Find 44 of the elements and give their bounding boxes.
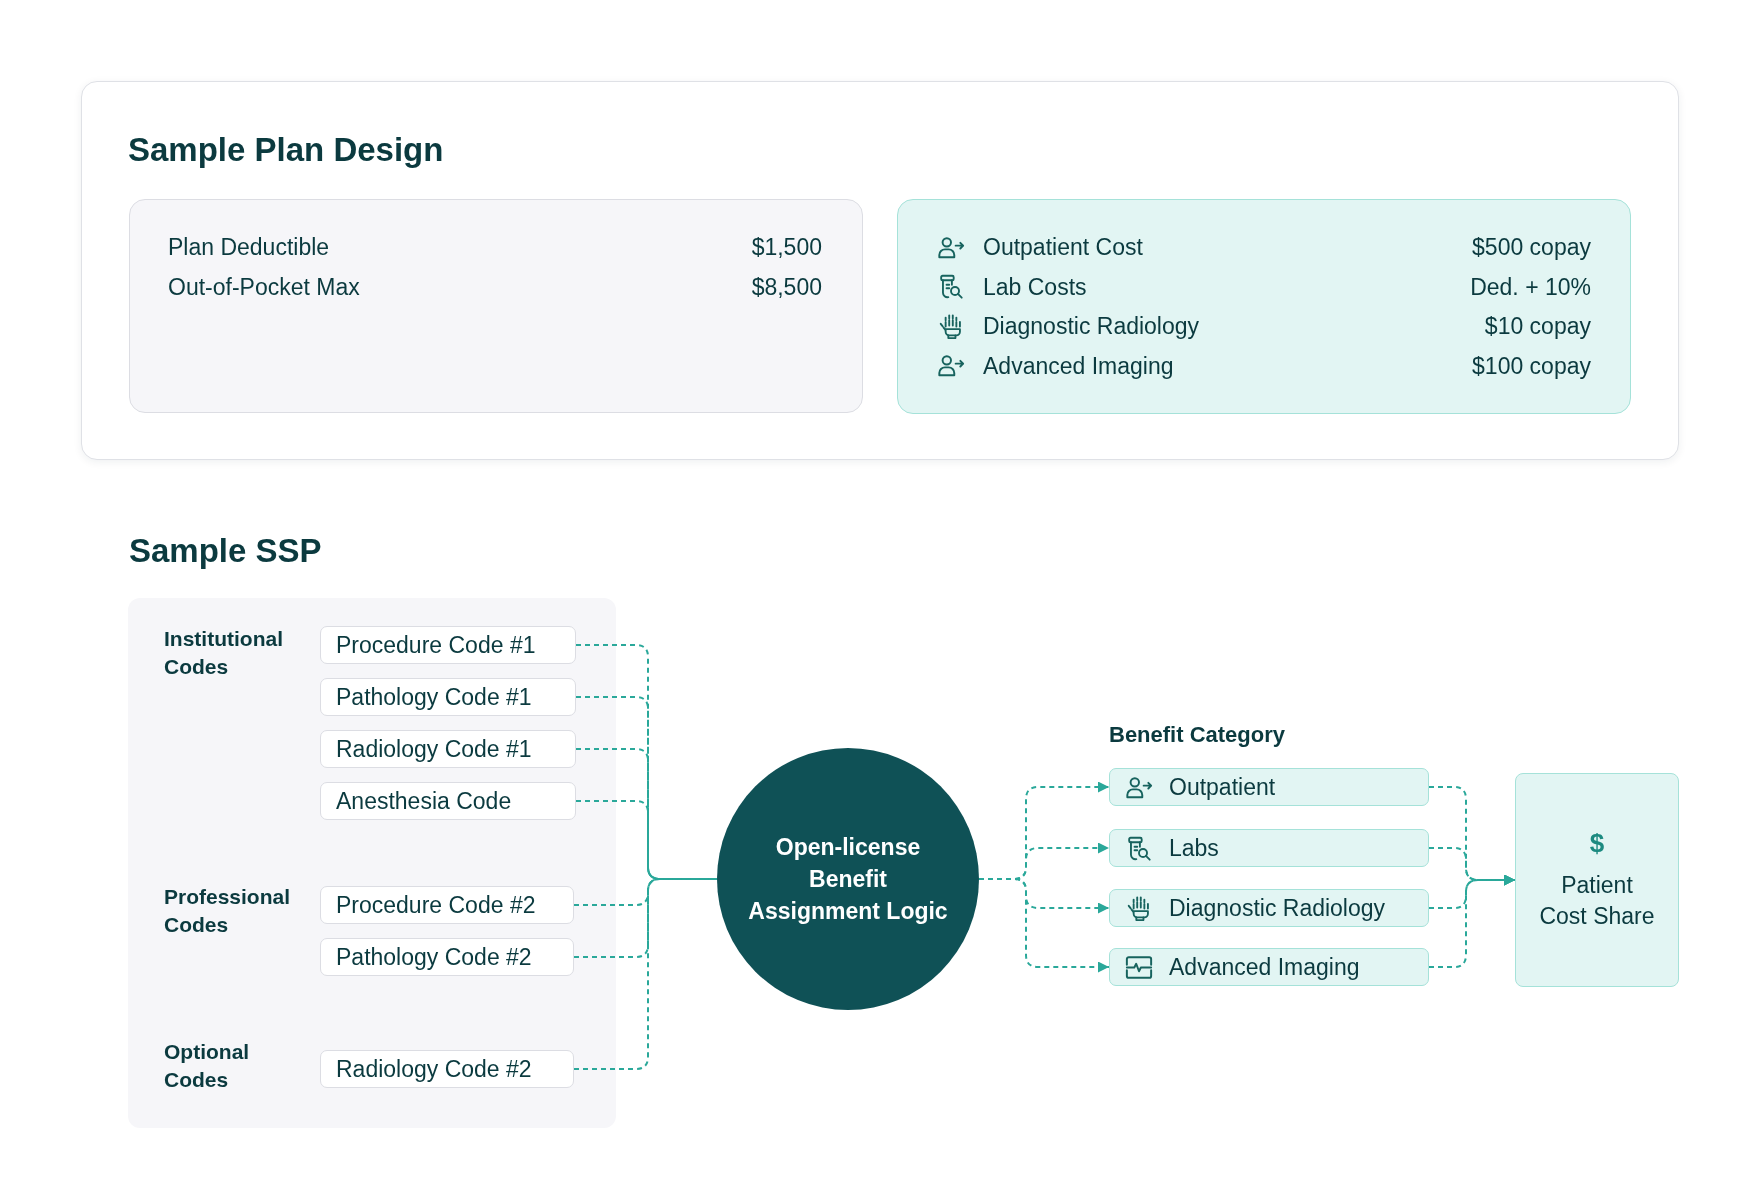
box-label: Patient Cost Share: [1538, 871, 1656, 931]
logic-circle: Open-license Benefit Assignment Logic: [717, 748, 979, 1010]
group-label: Professional Codes: [164, 884, 292, 938]
code-box: Radiology Code #1: [320, 730, 576, 768]
benefit-cost-panel: [897, 199, 1631, 414]
cost-item-label: Out-of-Pocket Max: [168, 273, 360, 302]
cost-item-label: Outpatient Cost: [983, 233, 1143, 262]
cost-item-value: $100 copay: [1472, 351, 1591, 381]
group-label: Optional Codes: [164, 1039, 251, 1093]
column-heading: Benefit Category: [1109, 721, 1286, 749]
code-box: Radiology Code #2: [320, 1050, 574, 1088]
category-box: [1109, 948, 1429, 986]
cost-item-label: Diagnostic Radiology: [983, 312, 1200, 341]
code-box: Pathology Code #1: [320, 678, 576, 716]
category-box: [1109, 768, 1429, 806]
cost-item-label: Lab Costs: [983, 272, 1087, 302]
cost-item-value: $500 copay: [1472, 233, 1591, 262]
category-label: Advanced Imaging: [1169, 953, 1360, 982]
cost-share-box: [1515, 773, 1679, 987]
cost-item-label: Plan Deductible: [168, 233, 330, 262]
dollar-sign: $: [1589, 828, 1605, 858]
cost-item-label: Advanced Imaging: [983, 351, 1174, 381]
dashed-arrow: [978, 878, 1110, 973]
category-label: Labs: [1169, 834, 1219, 863]
code-box: Procedure Code #1: [320, 626, 576, 664]
cost-item-value: $8,500: [751, 273, 822, 302]
category-label: Diagnostic Radiology: [1169, 894, 1386, 923]
category-box: [1109, 889, 1429, 927]
group-label: Institutional Codes: [164, 626, 284, 680]
dashed-connector-line: [573, 878, 718, 958]
dashed-arrow: [1428, 874, 1516, 968]
cost-item-value: $10 copay: [1484, 312, 1591, 341]
code-box: Pathology Code #2: [320, 938, 574, 976]
cost-item-value: Ded. + 10%: [1470, 272, 1591, 302]
category-label: Outpatient: [1169, 773, 1276, 802]
section-heading: Sample Plan Design: [128, 130, 444, 170]
category-box: [1109, 829, 1429, 867]
code-group-panel: [128, 598, 616, 1128]
plan-limits-panel: [129, 199, 863, 413]
plan-design-card: [81, 81, 1679, 460]
section-heading: Sample SSP: [129, 531, 322, 571]
code-box: Anesthesia Code: [320, 782, 576, 820]
code-box: Procedure Code #2: [320, 886, 574, 924]
cost-item-value: $1,500: [751, 233, 822, 262]
